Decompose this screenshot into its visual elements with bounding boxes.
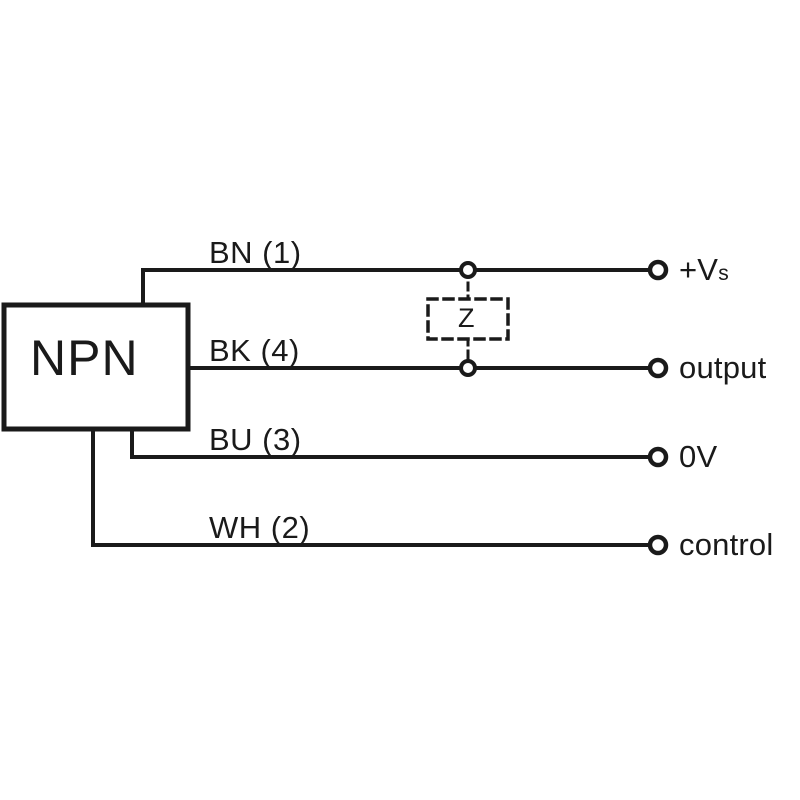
terminal-label-output: output — [679, 350, 767, 385]
z-element-box — [426, 297, 510, 341]
wire-path-bu — [130, 427, 653, 459]
wire-path-bn — [141, 268, 653, 307]
terminal-label-vs-main: +V — [679, 252, 719, 287]
terminal-circle-vs[interactable] — [647, 259, 669, 281]
terminal-circle-control[interactable] — [647, 534, 669, 556]
terminal-label-vs: +Vs — [679, 254, 729, 285]
wire-label-bn: BN (1) — [209, 235, 302, 270]
terminal-label-vs-subscript: s — [718, 262, 729, 285]
wire-label-bk: BK (4) — [209, 333, 300, 368]
terminal-circle-0v[interactable] — [647, 446, 669, 468]
wire-label-wh: WH (2) — [209, 510, 311, 545]
wire-label-bu: BU (3) — [209, 422, 302, 457]
terminal-circle-output[interactable] — [647, 357, 669, 379]
terminal-label-0v: 0V — [679, 439, 718, 474]
npn-block-rect — [1, 302, 191, 432]
z-element-label: Z — [458, 303, 475, 333]
junction-dot-bk — [459, 359, 477, 377]
terminal-label-control: control — [679, 527, 774, 562]
npn-block-label: NPN — [30, 330, 139, 386]
wire-path-wh — [91, 427, 653, 547]
junction-dot-bn — [459, 261, 477, 279]
